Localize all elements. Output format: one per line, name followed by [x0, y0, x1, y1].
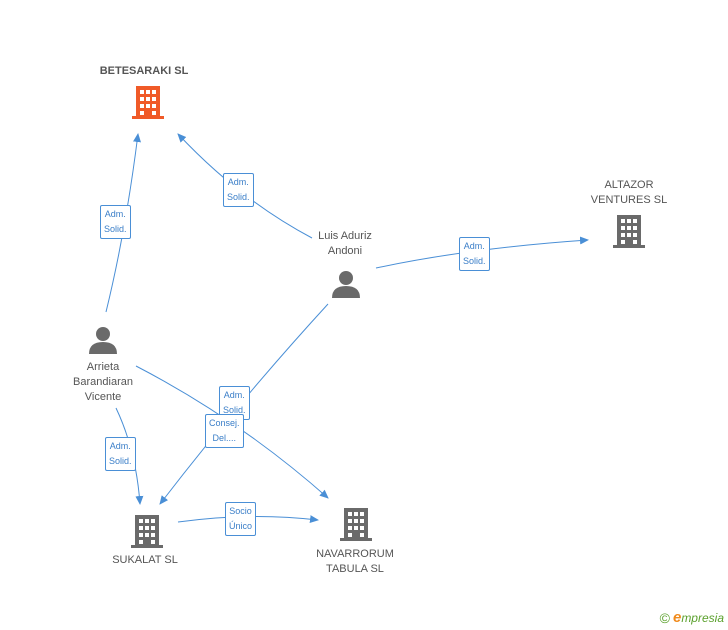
node-label-line: Vicente	[84, 391, 122, 403]
edge-label-line: Adm.	[104, 209, 126, 219]
edge-label-line: Único	[229, 521, 253, 531]
edge-label-line: Adm.	[463, 241, 485, 251]
node-label-line: VENTURES SL	[590, 194, 668, 206]
edge-label-line: Solid.	[109, 456, 132, 466]
building-windows	[139, 90, 637, 544]
node-label-arrieta[interactable]: Arrieta Barandiaran Vicente	[56, 360, 150, 405]
edge-label-line: Adm.	[223, 390, 245, 400]
node-label-line: NAVARRORUM	[316, 548, 394, 560]
node-label-altazor[interactable]: ALTAZOR VENTURES SL	[577, 178, 681, 208]
node-label-line: Luis Aduriz	[318, 230, 372, 242]
node-label-line: Andoni	[327, 245, 363, 257]
person-icon-luis	[332, 271, 360, 298]
node-label-line: ALTAZOR	[604, 179, 654, 191]
edge-label-line: Del....	[212, 433, 237, 443]
edge-label-sukalat-navarrorum: Socio Único	[225, 502, 257, 536]
edge-label-line: Solid.	[223, 405, 246, 415]
edge-label-line: Solid.	[104, 224, 127, 234]
edge-label-line: Adm.	[109, 441, 131, 451]
person-icon-arrieta	[89, 327, 117, 354]
copyright-icon: ©	[659, 609, 670, 626]
brand-name-rest: mpresia	[681, 610, 724, 625]
edge-label-luis-altazor: Adm. Solid.	[459, 237, 490, 271]
node-label-line: Barandiaran	[73, 376, 133, 388]
edge-label-arrieta-betesaraki: Adm. Solid.	[100, 205, 131, 239]
edge-label-line: Solid.	[227, 192, 250, 202]
edge-label-luis-betesaraki: Adm. Solid.	[223, 173, 254, 207]
brand-name-first: e	[672, 609, 682, 626]
edge-label-line: Socio	[229, 506, 252, 516]
edge-label-arrieta-sukalat: Adm. Solid.	[105, 437, 136, 471]
node-label-line: Arrieta	[86, 361, 120, 373]
edge-label-line: Consej.	[209, 418, 240, 428]
edge-label-arrieta-navarrorum: Consej. Del....	[205, 414, 244, 448]
node-label-luis[interactable]: Luis Aduriz Andoni	[298, 229, 392, 259]
edge-label-line: Solid.	[463, 256, 486, 266]
node-label-betesaraki[interactable]: BETESARAKI SL	[99, 65, 189, 77]
node-label-line: TABULA SL	[326, 563, 384, 575]
edge-label-line: Adm.	[227, 177, 249, 187]
brand-logo[interactable]: © e mpresia	[660, 609, 724, 626]
node-label-navarrorum[interactable]: NAVARRORUM TABULA SL	[306, 547, 404, 577]
node-label-sukalat[interactable]: SUKALAT SL	[112, 554, 178, 566]
